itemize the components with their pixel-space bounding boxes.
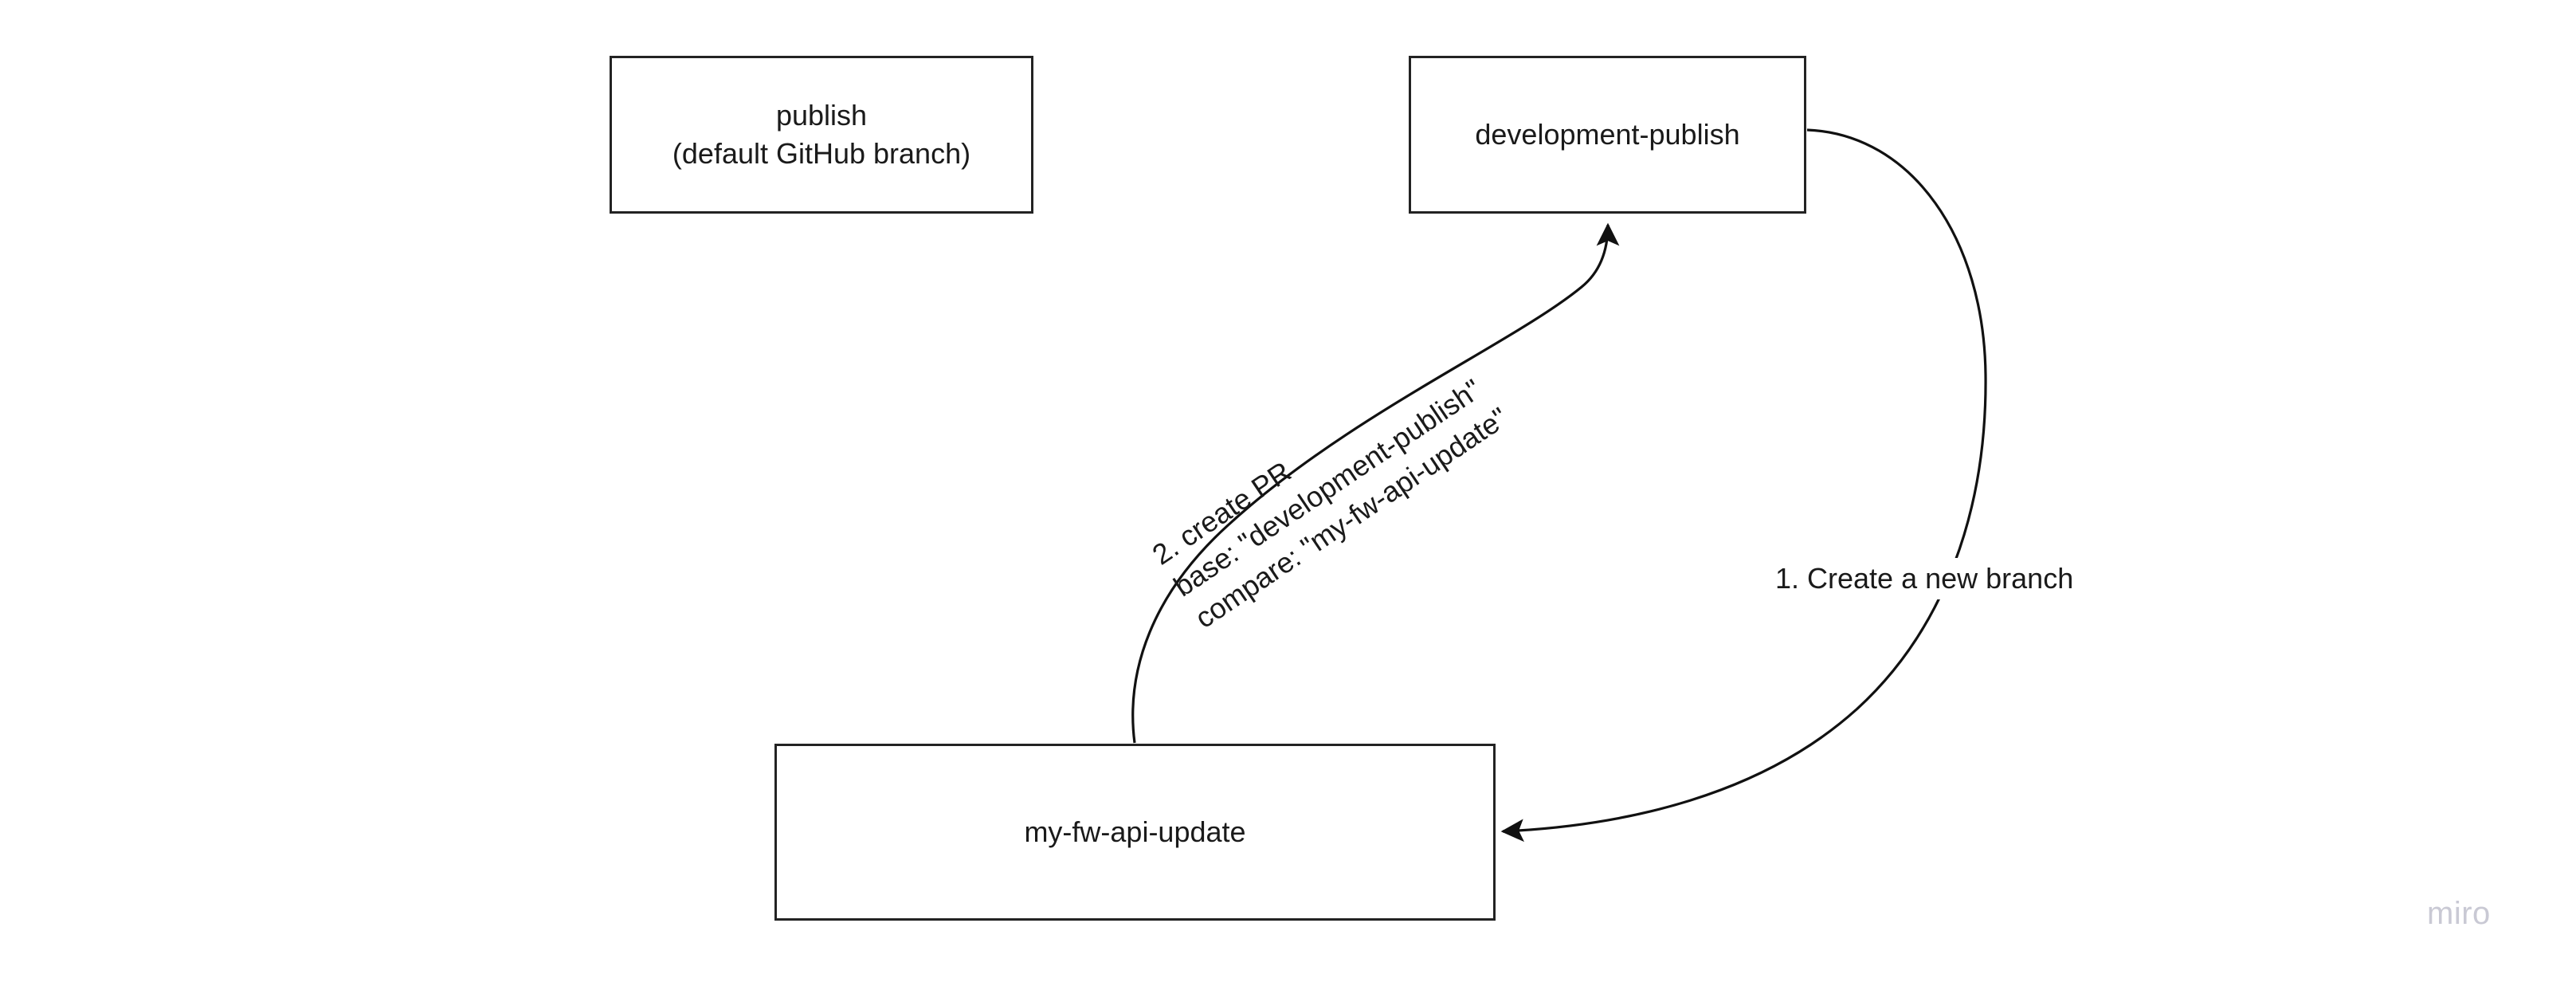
node-my-fw-api-update[interactable]: my-fw-api-update: [774, 744, 1496, 921]
edge-label-create-branch[interactable]: 1. Create a new branch: [1770, 558, 2079, 600]
miro-watermark: miro: [2427, 896, 2491, 931]
node-publish[interactable]: publish (default GitHub branch): [610, 56, 1033, 214]
edge-create-branch-path: [1500, 128, 1987, 843]
node-development-publish-label: development-publish: [1475, 118, 1740, 151]
node-my-fw-api-update-label: my-fw-api-update: [1024, 815, 1246, 849]
node-publish-label: publish (default GitHub branch): [672, 99, 971, 170]
node-development-publish[interactable]: development-publish: [1409, 56, 1806, 214]
edge-label-create-pr[interactable]: 2. create PR base: "development-publish"…: [1146, 372, 1515, 635]
